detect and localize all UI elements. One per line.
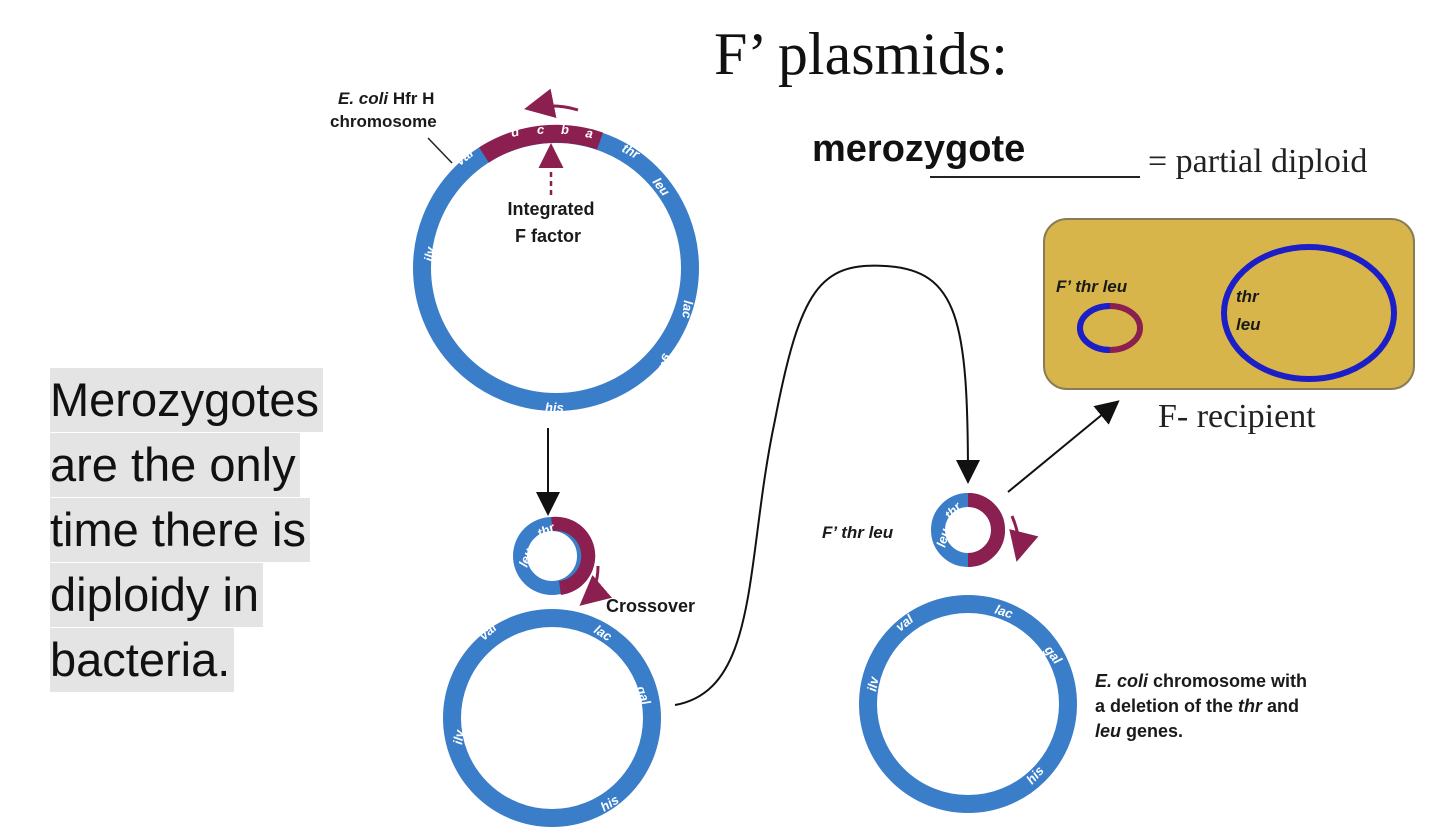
deletion-chromosome-label: leu genes. bbox=[1095, 721, 1183, 741]
deletion-chromosome-label: E. coli chromosome with bbox=[1095, 671, 1307, 691]
side-text: Merozygotes are the only time there is d… bbox=[50, 368, 324, 693]
gene-label: ilv bbox=[450, 728, 467, 745]
hfr-label-leader-line bbox=[427, 137, 453, 164]
f-prime-plasmid-label: F’ thr leu bbox=[822, 523, 894, 542]
merozygote-definition: = partial diploid bbox=[1148, 143, 1368, 180]
gene-label-factor: c bbox=[537, 122, 545, 137]
gene-label-factor: a bbox=[584, 125, 594, 141]
side-text-line: are the only bbox=[50, 433, 300, 497]
recipient-caption: F- recipient bbox=[1158, 398, 1316, 435]
fill-in-blank-line bbox=[930, 176, 1140, 178]
gene-label-factor: d bbox=[510, 123, 522, 140]
gene-label: ilv bbox=[421, 245, 438, 262]
f-prime-rotation-arrow bbox=[1009, 515, 1039, 562]
gene-label: lac bbox=[993, 602, 1016, 622]
integrated-f-factor-label: F factor bbox=[515, 226, 581, 246]
hfr-chromosome-label-line2: chromosome bbox=[330, 112, 437, 131]
side-text-line: time there is bbox=[50, 498, 310, 562]
recipient-plasmid-blue-segment bbox=[1077, 303, 1111, 353]
to-recipient-arrow bbox=[1007, 400, 1120, 493]
gene-label: leu bbox=[516, 546, 537, 569]
deletion-chromosome-label: a deletion of the thr and bbox=[1095, 696, 1299, 716]
recipient-plasmid-label: F’ thr leu bbox=[1056, 277, 1128, 296]
merozygote-answer: merozygote bbox=[812, 128, 1026, 170]
transfer-direction-arrow bbox=[524, 88, 579, 119]
gene-label: gal bbox=[633, 683, 654, 707]
gene-label: lac bbox=[679, 300, 696, 320]
gene-label: thr bbox=[535, 519, 558, 540]
hfr-chromosome-ring bbox=[413, 125, 699, 411]
excising-f-factor-segment bbox=[551, 516, 596, 595]
gene-label: leu bbox=[933, 527, 952, 549]
gene-label-factor: b bbox=[561, 122, 569, 137]
integrated-f-factor-segment bbox=[479, 124, 603, 163]
looped-chromosome-ring bbox=[443, 609, 661, 827]
side-text-line: bacteria. bbox=[50, 628, 235, 692]
hfr-chromosome-label: E. coli Hfr H bbox=[338, 89, 434, 108]
recipient-chromosome-ring bbox=[1221, 244, 1397, 382]
crossover-direction-arrow bbox=[579, 565, 612, 606]
integrated-f-factor-label: Integrated bbox=[507, 199, 594, 219]
f-prime-f-factor-segment bbox=[967, 493, 1005, 567]
recipient-chromosome-label: thr bbox=[1236, 287, 1260, 306]
gene-label: ilv bbox=[864, 675, 881, 693]
side-text-line: Merozygotes bbox=[50, 368, 324, 432]
gene-label: his bbox=[545, 400, 564, 415]
recipient-chromosome-label: leu bbox=[1236, 315, 1261, 334]
transfer-path-curve bbox=[674, 264, 980, 706]
deletion-chromosome-ring bbox=[859, 595, 1077, 813]
side-text-line: diploidy in bbox=[50, 563, 264, 627]
slide-title: F’ plasmids: bbox=[714, 21, 1008, 87]
crossover-label: Crossover bbox=[606, 596, 695, 616]
